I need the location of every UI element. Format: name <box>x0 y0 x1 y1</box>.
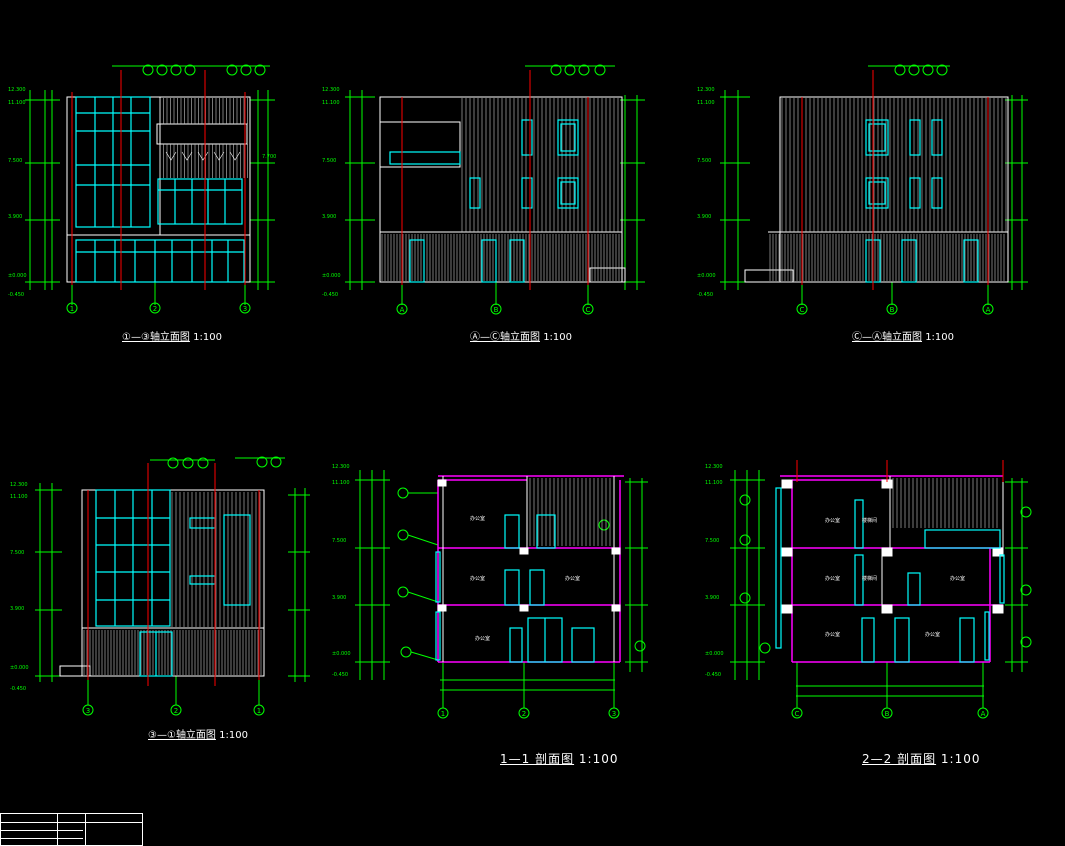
axis-label: A <box>986 306 991 314</box>
stair-label: 楼梯间 <box>862 575 877 582</box>
svg-text:-0.450: -0.450 <box>8 292 24 298</box>
svg-text:7.500: 7.500 <box>8 158 22 164</box>
svg-text:3.900: 3.900 <box>10 606 24 612</box>
axis-label: A <box>981 710 986 718</box>
axis-label: 3 <box>612 710 616 718</box>
caption-elevation-3-1: ③—①轴立面图 1:100 <box>148 730 248 741</box>
axis-label: B <box>885 710 890 718</box>
axis-label: 1 <box>257 707 261 715</box>
svg-text:12.300: 12.300 <box>332 464 350 470</box>
svg-text:-0.450: -0.450 <box>10 686 26 692</box>
elevation-3-1: 12.300 11.100 7.500 3.900 ±0.000 -0.450 3 2… <box>10 456 310 716</box>
svg-text:-0.450: -0.450 <box>332 672 348 678</box>
svg-text:11.100: 11.100 <box>332 480 350 486</box>
axis-label: C <box>586 306 591 314</box>
svg-text:11.100: 11.100 <box>10 494 28 500</box>
axis-label: 2 <box>174 707 178 715</box>
room-label: 办公室 <box>470 575 485 582</box>
svg-text:11.100: 11.100 <box>8 100 26 106</box>
svg-text:±0.000: ±0.000 <box>8 273 27 279</box>
room-label: 办公室 <box>825 517 840 524</box>
elevation-c-a: 12.300 11.100 7.500 3.900 ±0.000 -0.450 C B… <box>697 64 1028 315</box>
axis-label: 3 <box>243 305 247 313</box>
caption-elevation-a-c: Ⓐ—Ⓒ轴立面图 1:100 <box>470 332 573 343</box>
svg-text:12.300: 12.300 <box>8 87 26 93</box>
svg-text:12.300: 12.300 <box>322 87 340 93</box>
room-label: 办公室 <box>925 631 940 638</box>
svg-text:12.300: 12.300 <box>697 87 715 93</box>
axis-label: C <box>800 306 805 314</box>
room-label: 办公室 <box>470 515 485 522</box>
svg-text:7.700: 7.700 <box>262 154 276 160</box>
svg-text:-0.450: -0.450 <box>705 672 721 678</box>
svg-text:3.900: 3.900 <box>322 214 336 220</box>
svg-text:3.900: 3.900 <box>332 595 346 601</box>
axis-label: B <box>890 306 895 314</box>
svg-text:±0.000: ±0.000 <box>332 651 351 657</box>
caption-elevation-c-a: Ⓒ—Ⓐ轴立面图 1:100 <box>852 332 955 343</box>
svg-text:3.900: 3.900 <box>705 595 719 601</box>
svg-text:±0.000: ±0.000 <box>10 665 29 671</box>
room-label: 办公室 <box>825 575 840 582</box>
title-block <box>0 813 143 846</box>
elevation-a-c: 12.300 11.100 7.500 3.900 ±0.000 -0.450 A B… <box>322 64 645 315</box>
axis-label: 1 <box>70 305 74 313</box>
svg-text:12.300: 12.300 <box>10 482 28 488</box>
room-label: 办公室 <box>565 575 580 582</box>
svg-text:-0.450: -0.450 <box>697 292 713 298</box>
stair-label: 楼梯间 <box>862 517 877 524</box>
elevation-1-3: 12.300 11.100 7.500 3.900 ±0.000 -0.450 7.7… <box>8 64 276 314</box>
svg-text:7.500: 7.500 <box>332 538 346 544</box>
svg-text:7.500: 7.500 <box>10 550 24 556</box>
axis-label: C <box>795 710 800 718</box>
svg-text:3.900: 3.900 <box>697 214 711 220</box>
caption-section-1-1: 1—1 剖面图 1:100 <box>500 752 619 766</box>
svg-text:±0.000: ±0.000 <box>697 273 716 279</box>
caption-section-2-2: 2—2 剖面图 1:100 <box>862 752 981 766</box>
svg-text:7.500: 7.500 <box>322 158 336 164</box>
svg-text:7.500: 7.500 <box>697 158 711 164</box>
svg-text:11.100: 11.100 <box>322 100 340 106</box>
room-label: 办公室 <box>950 575 965 582</box>
axis-label: 2 <box>522 710 526 718</box>
svg-text:11.100: 11.100 <box>697 100 715 106</box>
section-2-2: 办公室 办公室 办公室 办公室 办公室 楼梯间 楼梯间 12.300 11.100… <box>705 460 1032 719</box>
svg-text:-0.450: -0.450 <box>322 292 338 298</box>
axis-label: 1 <box>441 710 445 718</box>
room-label: 办公室 <box>475 635 490 642</box>
axis-label: 2 <box>153 305 157 313</box>
axis-label: 3 <box>86 707 90 715</box>
svg-text:±0.000: ±0.000 <box>705 651 724 657</box>
axis-label: A <box>400 306 405 314</box>
caption-elevation-1-3: ①—③轴立面图 1:100 <box>122 332 222 343</box>
svg-text:11.100: 11.100 <box>705 480 723 486</box>
svg-text:3.900: 3.900 <box>8 214 22 220</box>
svg-text:±0.000: ±0.000 <box>322 273 341 279</box>
room-label: 办公室 <box>825 631 840 638</box>
svg-text:7.500: 7.500 <box>705 538 719 544</box>
svg-text:12.300: 12.300 <box>705 464 723 470</box>
axis-label: B <box>494 306 499 314</box>
